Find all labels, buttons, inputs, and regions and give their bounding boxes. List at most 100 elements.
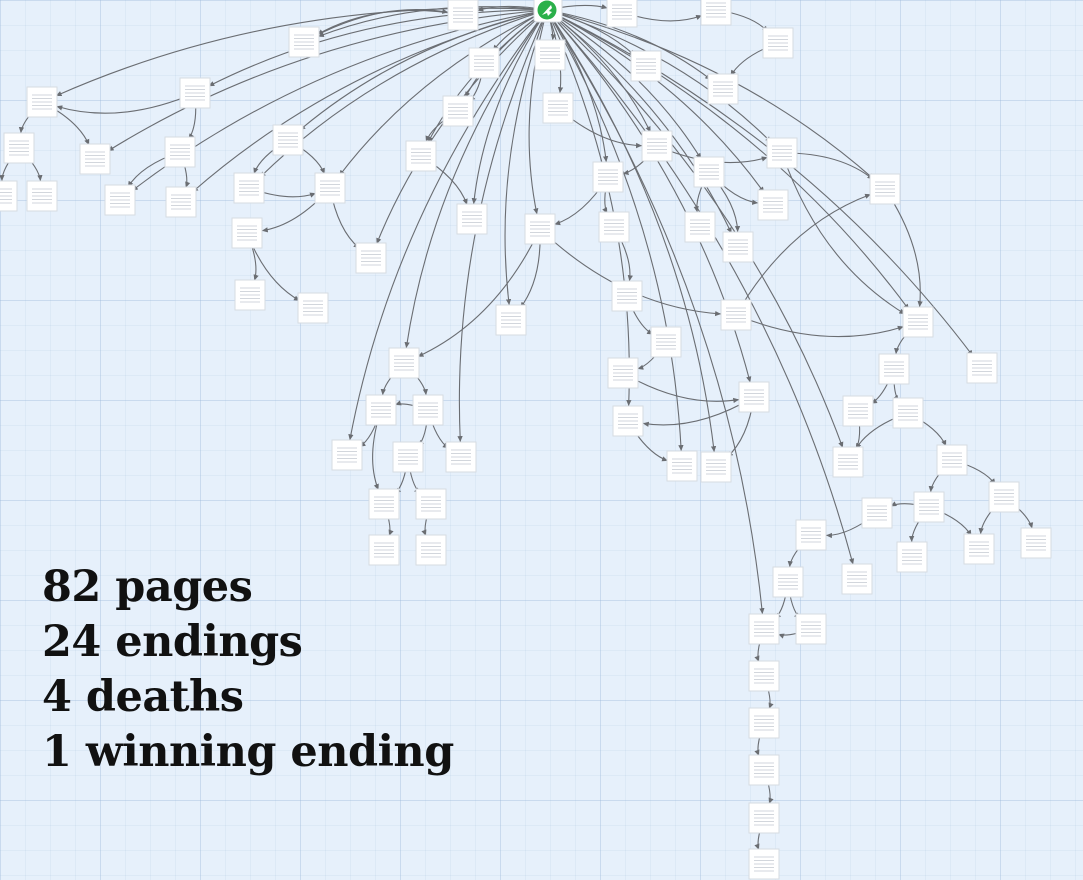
page-node[interactable]: [272, 124, 304, 156]
page-node[interactable]: [902, 306, 934, 338]
page-node[interactable]: [936, 444, 968, 476]
page-node[interactable]: [841, 563, 873, 595]
page-node[interactable]: [748, 848, 780, 880]
page-node[interactable]: [3, 132, 35, 164]
page-node[interactable]: [415, 534, 447, 566]
page-node[interactable]: [468, 47, 500, 79]
page-node[interactable]: [26, 180, 58, 212]
page-node[interactable]: [405, 140, 437, 172]
page-node[interactable]: [26, 86, 58, 118]
page-node[interactable]: [495, 304, 527, 336]
page-node[interactable]: [412, 394, 444, 426]
page-node[interactable]: [542, 92, 574, 124]
page-node[interactable]: [392, 441, 424, 473]
page-node[interactable]: [913, 491, 945, 523]
death-count: 4 deaths: [42, 672, 244, 722]
page-node[interactable]: [757, 189, 789, 221]
page-node[interactable]: [966, 352, 998, 384]
page-node[interactable]: [233, 172, 265, 204]
page-node[interactable]: [447, 0, 479, 31]
page-node[interactable]: [988, 481, 1020, 513]
link-arrow: [404, 9, 548, 349]
page-node[interactable]: [0, 180, 18, 212]
page-node[interactable]: [630, 50, 662, 82]
link-arrow: [528, 9, 548, 215]
page-node[interactable]: [892, 397, 924, 429]
page-node[interactable]: [606, 0, 638, 28]
start-node[interactable]: [533, 0, 563, 23]
page-node[interactable]: [524, 213, 556, 245]
page-node[interactable]: [766, 137, 798, 169]
link-arrow: [471, 9, 548, 205]
link-arrow: [546, 9, 844, 449]
page-node[interactable]: [355, 242, 387, 274]
page-node[interactable]: [611, 280, 643, 312]
page-node[interactable]: [445, 441, 477, 473]
page-node[interactable]: [104, 184, 136, 216]
page-node[interactable]: [598, 211, 630, 243]
page-node[interactable]: [832, 446, 864, 478]
page-node[interactable]: [534, 39, 566, 71]
page-node[interactable]: [795, 613, 827, 645]
page-node[interactable]: [878, 353, 910, 385]
page-node[interactable]: [772, 566, 804, 598]
link-arrow: [107, 9, 548, 152]
page-node[interactable]: [612, 405, 644, 437]
page-node[interactable]: [869, 173, 901, 205]
page-node[interactable]: [795, 519, 827, 551]
page-node[interactable]: [365, 394, 397, 426]
page-node[interactable]: [707, 73, 739, 105]
page-node[interactable]: [1020, 527, 1052, 559]
page-node[interactable]: [748, 754, 780, 786]
page-node[interactable]: [842, 395, 874, 427]
page-node[interactable]: [748, 707, 780, 739]
page-node[interactable]: [684, 211, 716, 243]
page-node[interactable]: [748, 802, 780, 834]
link-arrow: [208, 9, 548, 87]
page-node[interactable]: [164, 136, 196, 168]
page-node[interactable]: [179, 77, 211, 109]
page-node[interactable]: [234, 279, 266, 311]
page-node[interactable]: [368, 534, 400, 566]
page-node[interactable]: [720, 299, 752, 331]
page-node[interactable]: [700, 0, 732, 26]
page-node[interactable]: [666, 450, 698, 482]
page-node[interactable]: [388, 347, 420, 379]
page-node[interactable]: [288, 26, 320, 58]
link-arrow: [546, 9, 609, 163]
page-node[interactable]: [861, 497, 893, 529]
page-node[interactable]: [607, 357, 639, 389]
page-node[interactable]: [297, 292, 329, 324]
page-node[interactable]: [963, 533, 995, 565]
link-arrow: [56, 92, 196, 114]
link-arrow: [781, 152, 906, 315]
page-node[interactable]: [331, 439, 363, 471]
page-node[interactable]: [314, 172, 346, 204]
stats-panel: 82 pages 24 endings 4 deaths 1 winning e…: [42, 560, 454, 780]
page-node[interactable]: [165, 186, 197, 218]
link-arrow: [348, 9, 548, 441]
link-arrow: [546, 9, 765, 615]
page-node[interactable]: [368, 488, 400, 520]
page-node[interactable]: [641, 130, 673, 162]
page-count: 82 pages: [42, 562, 253, 612]
link-arrow: [316, 9, 464, 36]
link-arrow: [299, 9, 548, 131]
page-node[interactable]: [693, 156, 725, 188]
page-node[interactable]: [700, 451, 732, 483]
page-node[interactable]: [896, 541, 928, 573]
page-node[interactable]: [748, 660, 780, 692]
page-node[interactable]: [748, 613, 780, 645]
link-arrow: [642, 396, 755, 427]
page-node[interactable]: [442, 95, 474, 127]
page-node[interactable]: [456, 203, 488, 235]
page-node[interactable]: [592, 161, 624, 193]
page-node[interactable]: [79, 143, 111, 175]
page-node[interactable]: [762, 27, 794, 59]
page-node[interactable]: [650, 326, 682, 358]
page-node[interactable]: [738, 381, 770, 413]
page-node[interactable]: [722, 231, 754, 263]
page-node[interactable]: [231, 217, 263, 249]
page-node[interactable]: [415, 488, 447, 520]
